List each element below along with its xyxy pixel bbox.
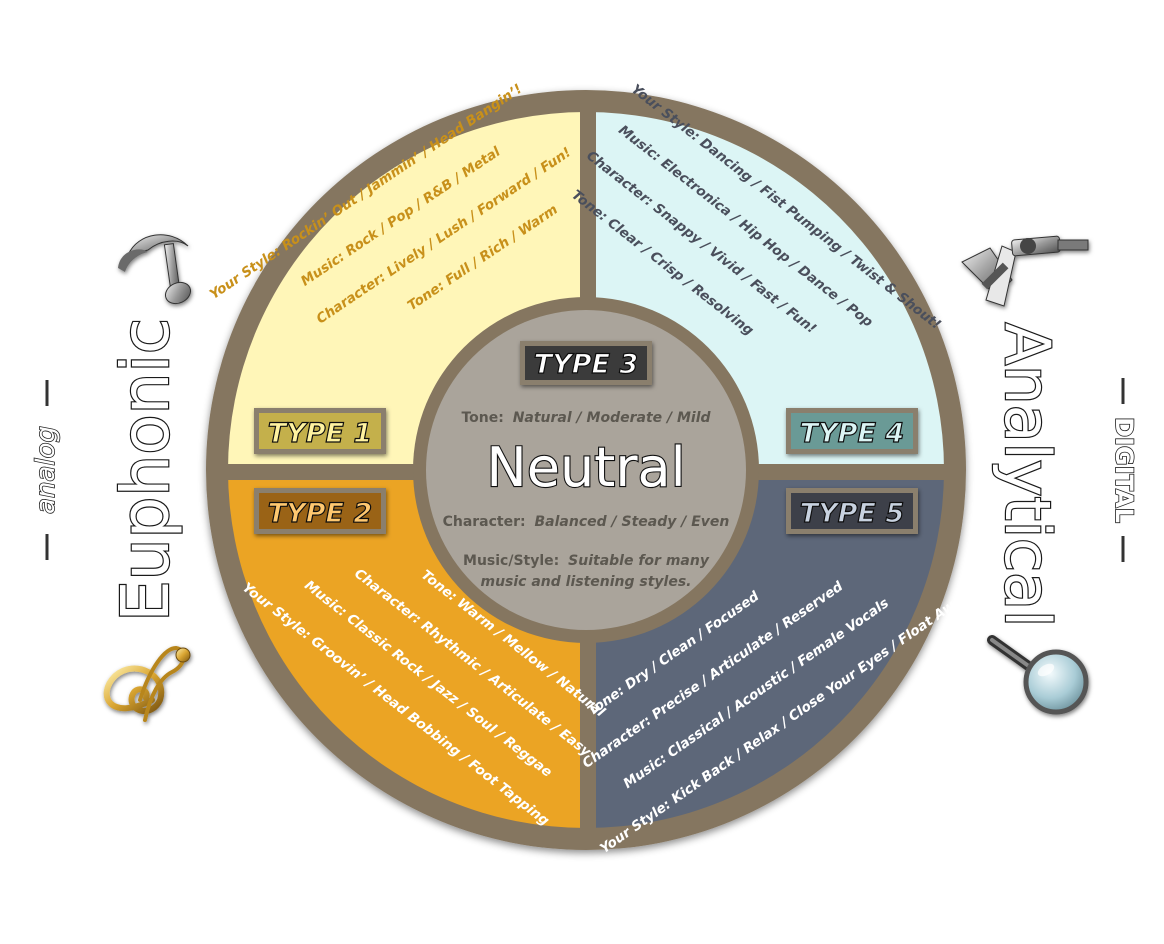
center-music-line2: music and listening styles. bbox=[480, 574, 691, 590]
type1-badge-label: TYPE 1 bbox=[268, 418, 372, 449]
center-character-value: Balanced / Steady / Even bbox=[535, 514, 730, 530]
center-tone: Tone: Natural / Moderate / Mild bbox=[461, 410, 711, 426]
neutral-title: Neutral bbox=[486, 436, 685, 499]
left-side: Euphonic analog bbox=[30, 234, 192, 722]
type2-badge: TYPE 2 bbox=[254, 488, 386, 534]
magnifying-glass-icon bbox=[987, 635, 1089, 715]
center-character-label: Character: bbox=[443, 514, 526, 530]
type3-badge: TYPE 3 bbox=[520, 341, 652, 385]
center-tone-label: Tone: bbox=[461, 410, 503, 426]
analog-label: analog bbox=[31, 426, 61, 514]
type4-badge-label: TYPE 4 bbox=[800, 418, 904, 449]
center-music-value: Suitable for many bbox=[568, 553, 710, 569]
digital-label-group: DIGITAL bbox=[1109, 378, 1139, 562]
center-disc bbox=[426, 310, 746, 630]
analytical-label: Analytical bbox=[991, 323, 1064, 627]
digital-label: DIGITAL bbox=[1110, 417, 1138, 523]
right-side: Analytical DIGITAL bbox=[961, 235, 1139, 715]
type3-badge-label: TYPE 3 bbox=[534, 349, 638, 380]
music-note-icon bbox=[118, 234, 192, 305]
center-music: Music/Style: Suitable for many bbox=[463, 553, 710, 569]
type2-badge-label: TYPE 2 bbox=[268, 498, 372, 529]
center-tone-value: Natural / Moderate / Mild bbox=[513, 410, 712, 426]
treble-clef-icon bbox=[103, 645, 191, 722]
type4-badge: TYPE 4 bbox=[786, 408, 918, 454]
center-content: TYPE 3 Tone: Natural / Moderate / Mild N… bbox=[443, 341, 730, 590]
center-music-label: Music/Style: bbox=[463, 553, 559, 569]
type1-badge: TYPE 1 bbox=[254, 408, 386, 454]
center-character: Character: Balanced / Steady / Even bbox=[443, 514, 730, 530]
type5-badge-label: TYPE 5 bbox=[800, 498, 904, 529]
microscope-icon bbox=[961, 235, 1089, 307]
type5-badge: TYPE 5 bbox=[786, 488, 918, 534]
analog-label-group: analog bbox=[30, 380, 62, 560]
euphonic-label: Euphonic bbox=[107, 318, 184, 622]
